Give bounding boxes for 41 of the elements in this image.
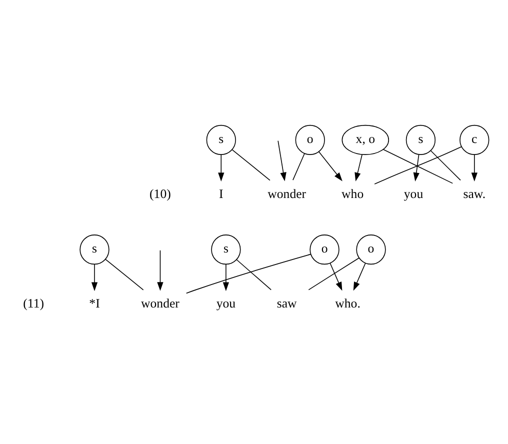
arrow — [330, 262, 342, 291]
node-text: wonder — [268, 186, 306, 201]
node-text: who. — [335, 296, 360, 310]
connector — [236, 259, 272, 290]
node-text: saw. — [463, 186, 486, 201]
node-circle: s — [206, 124, 236, 155]
connector — [308, 258, 360, 290]
arrow — [222, 264, 230, 292]
arrow — [354, 154, 362, 182]
arrow — [278, 140, 286, 182]
node-circle: o — [356, 234, 386, 265]
node-text: I — [219, 186, 224, 201]
node-circle: s — [406, 124, 436, 155]
arrow — [157, 250, 164, 291]
arrow — [218, 154, 224, 182]
connector — [383, 149, 454, 184]
node-circle: o — [310, 234, 340, 265]
node-circle: c — [460, 124, 490, 155]
node-circle: o — [295, 124, 325, 155]
connector — [292, 153, 305, 180]
node-ellipse: x, o — [342, 124, 390, 155]
connector — [232, 149, 270, 181]
label: (11) — [23, 296, 44, 310]
node-text: who — [342, 186, 364, 201]
connector — [430, 150, 461, 181]
connector — [374, 146, 462, 184]
arrow — [471, 154, 478, 182]
arrow — [91, 264, 98, 292]
node-circle: s — [80, 234, 110, 265]
node-text: saw — [276, 296, 297, 310]
node-circle: s — [211, 234, 241, 265]
connector — [186, 254, 311, 294]
node-text: *I — [89, 296, 100, 310]
node-text: you — [216, 296, 236, 310]
arrow — [318, 151, 342, 182]
node-text: wonder — [141, 296, 180, 310]
node-text: you — [404, 186, 424, 201]
arrow — [353, 262, 366, 291]
connector — [105, 259, 144, 290]
label: (10) — [150, 186, 171, 201]
arrow — [413, 154, 420, 182]
